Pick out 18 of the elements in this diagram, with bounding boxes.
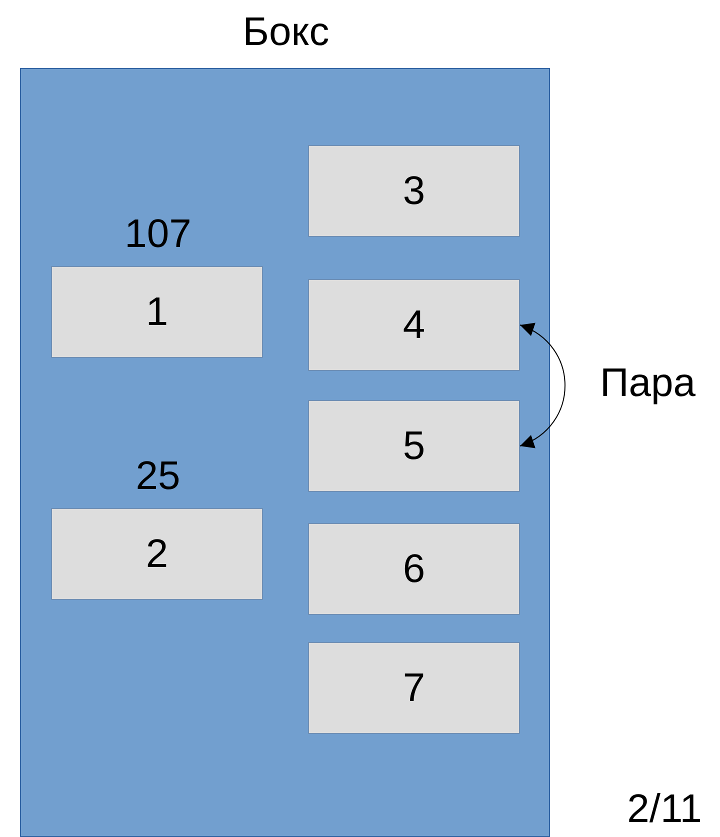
node-label: 3 [402, 168, 426, 214]
process-box [308, 145, 520, 237]
process-box [308, 279, 520, 371]
group-title: Бокс [242, 9, 330, 55]
page-number: 2/11 [627, 786, 702, 832]
node-label: 2 [146, 531, 168, 577]
node-label: 7 [402, 665, 426, 711]
process-box [308, 400, 520, 492]
node-label: 6 [402, 546, 426, 592]
node-caption: 25 [134, 453, 182, 499]
process-box [308, 523, 520, 615]
process-box [308, 642, 520, 734]
node-caption: 107 [124, 211, 192, 257]
curved-arrow [520, 324, 566, 447]
node-label: 5 [402, 423, 426, 469]
edge-label: Пара [600, 360, 696, 406]
node-label: 1 [146, 289, 168, 335]
node-label: 4 [402, 302, 426, 348]
